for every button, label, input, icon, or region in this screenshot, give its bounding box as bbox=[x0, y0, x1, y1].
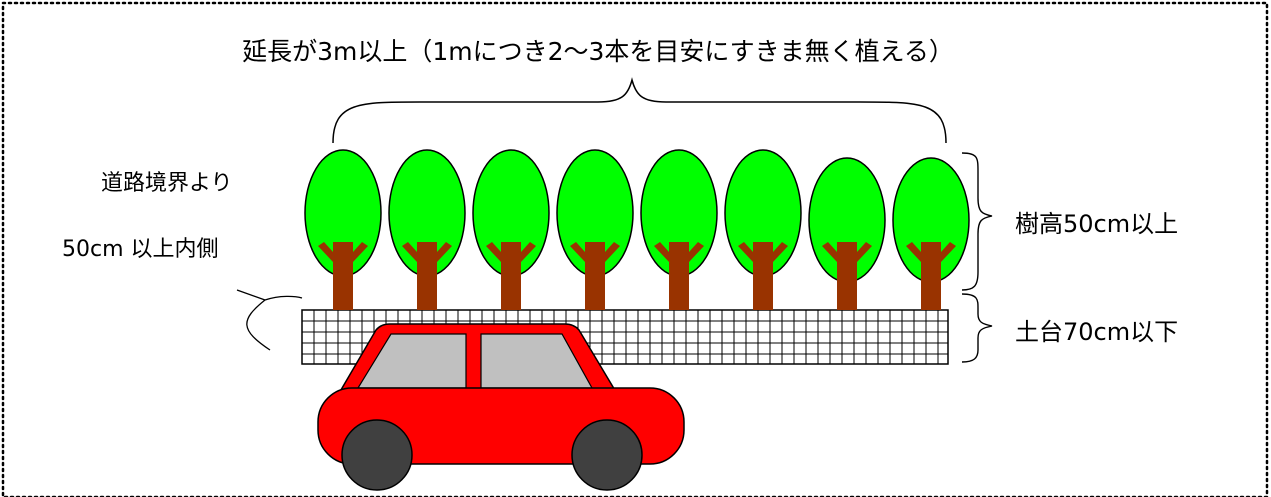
boundary-callout-brace bbox=[236, 289, 303, 351]
tree-trunk bbox=[738, 242, 788, 310]
base-height-brace bbox=[961, 293, 993, 363]
tree-height-brace bbox=[961, 152, 993, 291]
rear-wheel bbox=[571, 419, 643, 491]
tree-trunk bbox=[570, 242, 620, 310]
length-note-label: 延長が3m以上（1mにつき2～3本を目安にすきま無く植える） bbox=[242, 37, 954, 66]
tree bbox=[640, 149, 718, 310]
boundary-label-line1: 道路境界より bbox=[101, 171, 233, 196]
tree-trunk bbox=[906, 242, 956, 310]
tree bbox=[724, 149, 802, 310]
tree-trunk bbox=[654, 242, 704, 310]
tree bbox=[388, 149, 466, 310]
tree-trunk bbox=[318, 242, 368, 310]
boundary-label-line2: 50cm 以上内側 bbox=[62, 237, 219, 262]
front-wheel bbox=[341, 419, 413, 491]
tree bbox=[556, 149, 634, 310]
tree-trunk bbox=[402, 242, 452, 310]
car bbox=[317, 323, 685, 491]
tree-trunk bbox=[822, 242, 872, 310]
tree bbox=[304, 149, 382, 310]
tree-trunk bbox=[486, 242, 536, 310]
base-height-label: 土台70cm以下 bbox=[1015, 318, 1178, 346]
tree-row bbox=[304, 149, 970, 310]
tree bbox=[472, 149, 550, 310]
length-brace bbox=[332, 77, 947, 144]
tree-height-label: 樹高50cm以上 bbox=[1015, 210, 1178, 238]
tree bbox=[892, 157, 970, 310]
tree bbox=[808, 157, 886, 310]
